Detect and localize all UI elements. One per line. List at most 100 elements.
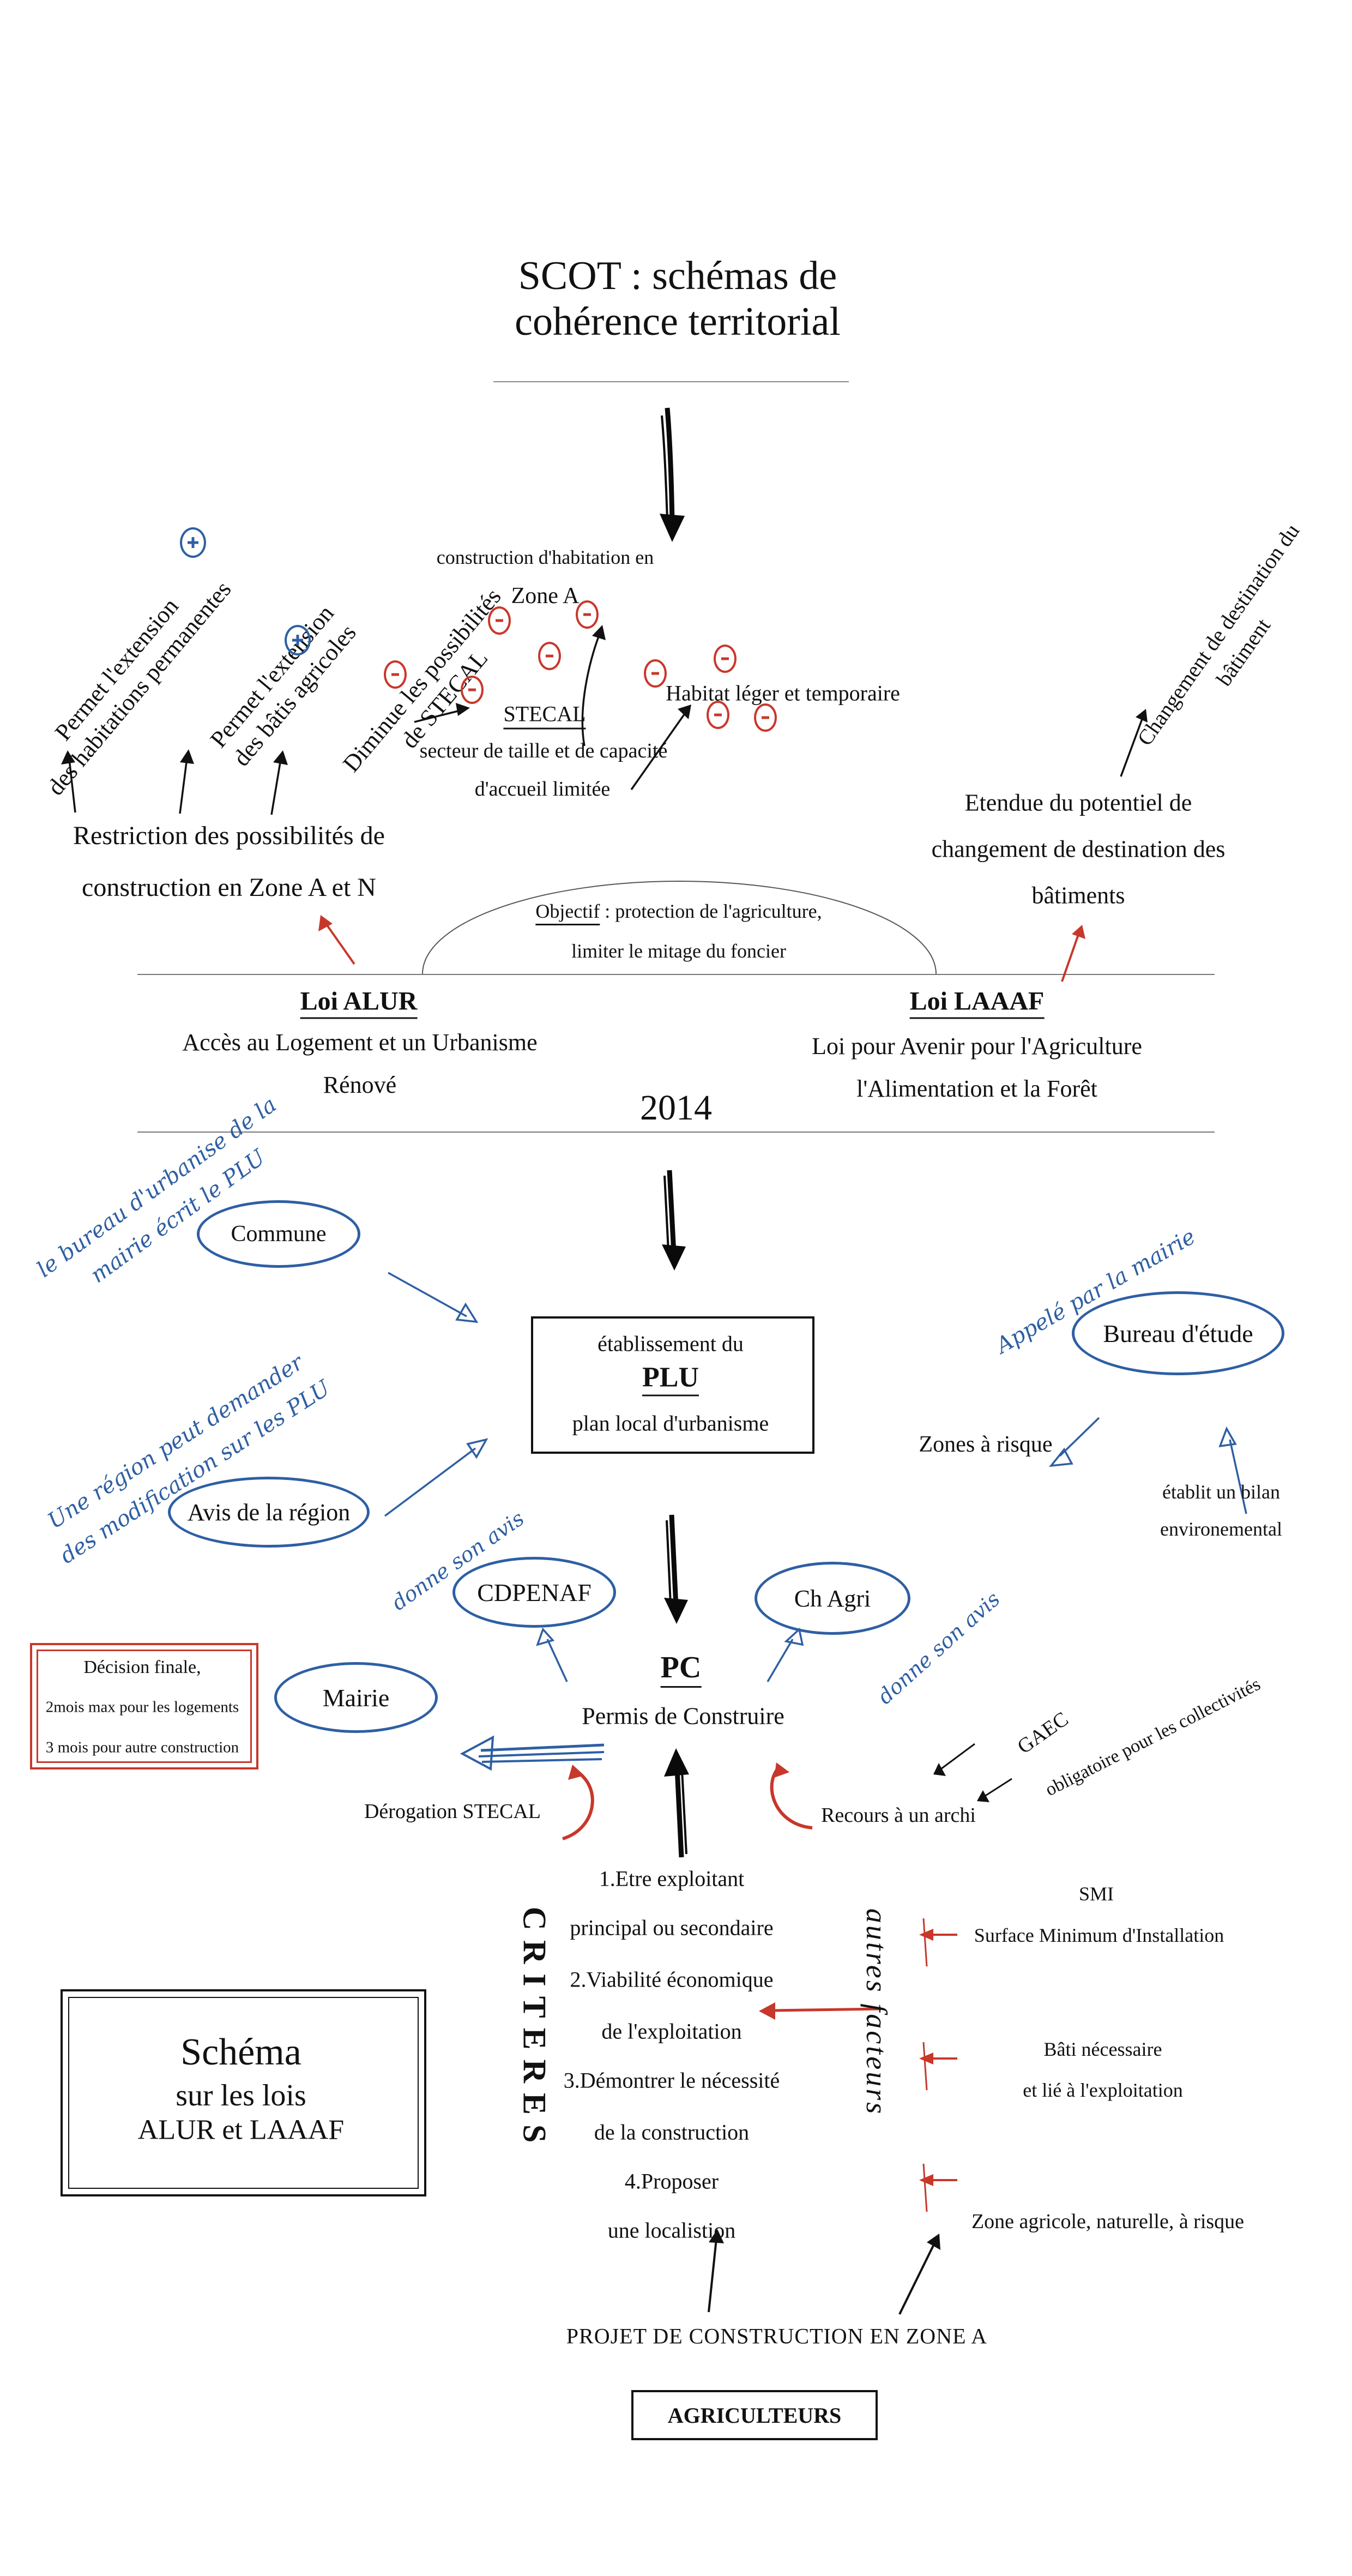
habitat-label: Habitat léger et temporaire <box>666 681 900 706</box>
minus-icon <box>461 676 484 704</box>
smi-full: Surface Minimum d'Installation <box>974 1924 1224 1946</box>
arrow-to-changement-icon <box>1120 709 1148 777</box>
plus-icon <box>285 625 311 655</box>
schema-box-inner <box>68 1997 419 2189</box>
criteria-item: 2.Viabilité économique <box>570 1967 774 1992</box>
decision-box-inner <box>37 1650 252 1763</box>
zonea-caption: construction d'habitation en <box>436 546 654 568</box>
etendue-label: Etendue du potentiel de changement de de… <box>931 789 1226 909</box>
arrow-pc-to-mairie-icon <box>460 1735 605 1771</box>
decision-line3: 3 mois pour autre construction <box>45 1738 239 1756</box>
branch-up-arrows-icon <box>61 749 288 815</box>
criteria-item: une localistion <box>607 2218 736 2243</box>
projet-label: PROJET DE CONSTRUCTION EN ZONE A <box>566 2324 988 2349</box>
loi-alur-title: Loi ALUR <box>300 986 418 1019</box>
arrow-scot-down-icon <box>660 407 685 542</box>
criteria-item: 3.Démontrer le nécessité <box>563 2068 780 2093</box>
arrow-2014-to-plu-icon <box>662 1170 686 1271</box>
minus-icon <box>384 660 407 689</box>
region-label: Avis de la région <box>187 1498 351 1526</box>
criteria-item: 4.Proposer <box>624 2169 719 2194</box>
arrow-pc-to-chagri-icon <box>766 1627 804 1682</box>
schema-box <box>61 1989 426 2196</box>
arrow-pc-to-cdpenaf-icon <box>536 1627 568 1682</box>
arrow-laaaf-to-etendue-icon <box>1061 925 1085 982</box>
recours-label: Recours à un archi <box>821 1804 976 1827</box>
criteria-item: de la construction <box>594 2120 750 2145</box>
region-ellipse: Avis de la région <box>168 1477 370 1548</box>
recours-curved-arrow-icon <box>770 1762 813 1829</box>
objectif-arc <box>422 881 937 974</box>
year-label: 2014 <box>640 1088 712 1128</box>
smi-abbr: SMI <box>1078 1883 1114 1905</box>
plu-box <box>531 1316 814 1454</box>
arrow-to-stecal-icon <box>414 703 470 723</box>
bilan-label: établit un bilan environemental <box>1160 1481 1282 1540</box>
arrow-obligatoire-icon <box>977 1778 1012 1802</box>
loi-laaaf-subtitle: Loi pour Avenir pour l'Agriculture l'Ali… <box>812 1033 1142 1102</box>
commune-ellipse: Commune <box>197 1200 360 1268</box>
loi-alur-subtitle: Accès au Logement et un Urbanisme Rénové <box>182 1029 538 1098</box>
arrow-bureau-to-zones-icon <box>1049 1417 1100 1467</box>
cdpenaf-label: CDPENAF <box>477 1578 592 1606</box>
arrow-criteres-to-pc-icon <box>664 1748 689 1858</box>
decision-line2: 2mois max pour les logements <box>45 1698 239 1716</box>
schema-line3: ALUR et LAAAF <box>137 2114 345 2146</box>
arrow-commune-to-plu-icon <box>388 1272 479 1323</box>
criteria-item: 1.Etre exploitant <box>599 1866 745 1891</box>
minus-icon <box>714 645 737 673</box>
page-title: SCOT : schémas de cohérence territorial <box>515 254 841 344</box>
minus-icon <box>488 606 511 635</box>
agriculteurs-label: AGRICULTEURS <box>667 2403 842 2428</box>
arrow-plu-to-pc-icon <box>664 1514 688 1624</box>
chagri-label: Ch Agri <box>794 1585 871 1612</box>
minus-icon <box>754 703 777 732</box>
arrow-autres-to-criteres-icon <box>759 2002 882 2020</box>
bati-label: Bâti nécessaire et lié à l'exploitation <box>1023 2038 1183 2101</box>
criteres-heading: CRITERES <box>516 1906 553 2153</box>
zones-a-risque-label: Zones à risque <box>919 1432 1053 1457</box>
plu-line1: établissement du <box>597 1331 744 1356</box>
minus-icon <box>644 659 667 688</box>
minus-icon <box>538 642 561 670</box>
arrow-gaec-icon <box>933 1743 975 1776</box>
stecal-desc-2: d'accueil limitée <box>474 778 611 801</box>
cdpenaf-ellipse: CDPENAF <box>452 1557 616 1628</box>
arrow-alur-to-restriction-icon <box>318 915 355 965</box>
plu-abbr: PLU <box>642 1362 699 1397</box>
commune-label: Commune <box>231 1221 327 1247</box>
bureau-ellipse: Bureau d'étude <box>1072 1291 1284 1375</box>
mairie-ellipse: Mairie <box>274 1662 438 1733</box>
arrow-projet-left-icon <box>708 2229 724 2313</box>
decision-line1: Décision finale, <box>83 1657 201 1677</box>
minus-icon <box>707 701 729 729</box>
agriculteurs-box: AGRICULTEURS <box>631 2390 878 2440</box>
decision-box <box>30 1643 258 1770</box>
zone-agricole-label: Zone agricole, naturelle, à risque <box>971 2210 1245 2233</box>
derogation-curved-arrow-icon <box>562 1765 594 1840</box>
restriction-label: Restriction des possibilités de construc… <box>73 821 385 902</box>
arrow-stecal-to-zonea-icon <box>581 625 606 747</box>
stecal-label: STECAL <box>503 701 586 730</box>
objectif-line1: Objectif : protection de l'agriculture, <box>535 900 822 925</box>
stecal-desc-1: secteur de taille et de capacité <box>419 739 668 762</box>
schema-line1: Schéma <box>180 2031 301 2073</box>
derogation-label: Dérogation STECAL <box>364 1800 541 1823</box>
mairie-label: Mairie <box>322 1683 390 1712</box>
loi-laaaf-title: Loi LAAAF <box>909 986 1045 1019</box>
bureau-label: Bureau d'étude <box>1103 1319 1253 1347</box>
pc-full: Permis de Construire <box>582 1702 784 1730</box>
arrow-bilan-to-bureau-icon <box>1218 1426 1247 1514</box>
chagri-ellipse: Ch Agri <box>755 1562 910 1635</box>
autres-small-arrows-icon <box>919 1918 957 2212</box>
criteria-item: de l'exploitation <box>601 2019 742 2044</box>
arrow-to-habitat-icon <box>630 705 691 791</box>
arrow-region-to-plu-icon <box>384 1438 488 1517</box>
objectif-line2: limiter le mitage du foncier <box>571 940 786 962</box>
plus-icon <box>180 527 206 558</box>
minus-icon <box>576 600 599 629</box>
plu-line3: plan local d'urbanisme <box>572 1411 769 1436</box>
zonea-label: Zone A <box>511 583 580 609</box>
